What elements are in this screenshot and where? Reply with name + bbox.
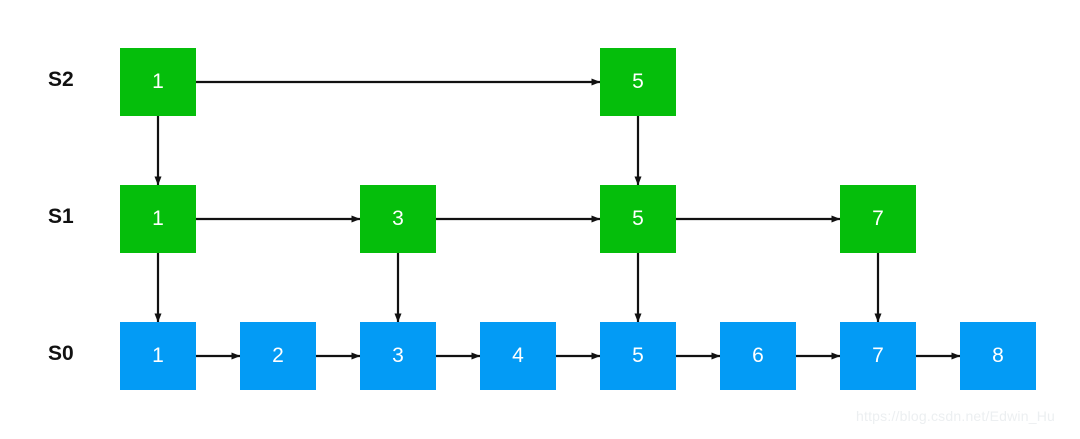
node-value: 3 xyxy=(392,207,404,230)
horizontal-arrow-group xyxy=(196,78,961,360)
node-s2-1[interactable]: 1 xyxy=(120,48,196,116)
node-value: 7 xyxy=(872,207,884,230)
level-label-s2: S2 xyxy=(48,68,74,91)
node-s0-1[interactable]: 1 xyxy=(120,322,196,390)
node-s0-7[interactable]: 7 xyxy=(840,322,916,390)
node-value: 3 xyxy=(392,344,404,367)
node-s1-3[interactable]: 3 xyxy=(360,185,436,253)
level-label-s1: S1 xyxy=(48,205,74,228)
node-s1-7[interactable]: 7 xyxy=(840,185,916,253)
node-value: 7 xyxy=(872,344,884,367)
node-s0-4[interactable]: 4 xyxy=(480,322,556,390)
node-s0-8[interactable]: 8 xyxy=(960,322,1036,390)
node-s1-1[interactable]: 1 xyxy=(120,185,196,253)
node-s0-2[interactable]: 2 xyxy=(240,322,316,390)
node-s0-6[interactable]: 6 xyxy=(720,322,796,390)
node-value: 2 xyxy=(272,344,284,367)
node-s0-5[interactable]: 5 xyxy=(600,322,676,390)
node-value: 4 xyxy=(512,344,524,367)
node-value: 1 xyxy=(152,207,164,230)
vertical-arrow-group xyxy=(154,116,882,323)
node-s2-5[interactable]: 5 xyxy=(600,48,676,116)
node-value: 5 xyxy=(632,70,644,93)
node-value: 8 xyxy=(992,344,1004,367)
node-value: 6 xyxy=(752,344,764,367)
watermark-text: https://blog.csdn.net/Edwin_Hu xyxy=(856,408,1056,424)
node-s0-3[interactable]: 3 xyxy=(360,322,436,390)
level-label-s0: S0 xyxy=(48,342,74,365)
node-value: 5 xyxy=(632,207,644,230)
node-value: 5 xyxy=(632,344,644,367)
node-s1-5[interactable]: 5 xyxy=(600,185,676,253)
node-value: 1 xyxy=(152,70,164,93)
node-value: 1 xyxy=(152,344,164,367)
